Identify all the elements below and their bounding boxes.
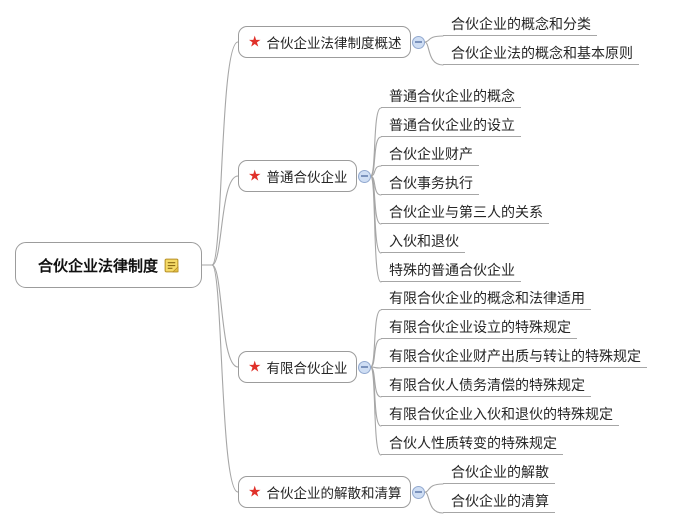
notes-icon[interactable] [164,258,179,273]
branch-topic[interactable]: ★ 合伙企业法律制度概述 [238,26,412,58]
branch-topic[interactable]: ★ 合伙企业的解散和清算 [238,476,412,508]
branch-topic-label: 普通合伙企业 [266,170,348,185]
leaf-topic[interactable]: 有限合伙企业入伙和退伙的特殊规定 [381,405,619,426]
leaf-topic[interactable]: 合伙人性质转变的特殊规定 [381,434,563,455]
leaf-topic[interactable]: 特殊的普通合伙企业 [381,261,521,282]
red-star-icon: ★ [248,33,262,50]
collapse-button[interactable] [411,485,425,499]
branch-topic-label: 合伙企业法律制度概述 [266,36,402,51]
red-star-icon: ★ [248,358,262,375]
leaf-topic[interactable]: 合伙企业与第三人的关系 [381,203,549,224]
leaf-topic[interactable]: 合伙企业法的概念和基本原则 [443,44,639,65]
collapse-button[interactable] [357,360,371,374]
leaf-topic[interactable]: 有限合伙企业的概念和法律适用 [381,289,591,310]
leaf-topic[interactable]: 合伙企业财产 [381,145,479,166]
root-topic-label: 合伙企业法律制度 [37,257,158,275]
leaf-topic[interactable]: 普通合伙企业的设立 [381,116,521,137]
collapse-button[interactable] [411,35,425,49]
leaf-topic[interactable]: 合伙企业的解散 [443,463,555,484]
root-topic[interactable]: 合伙企业法律制度 [15,242,202,288]
branch-topic[interactable]: ★ 有限合伙企业 [238,351,358,383]
leaf-topic[interactable]: 有限合伙企业设立的特殊规定 [381,318,577,339]
leaf-topic[interactable]: 有限合伙人债务清偿的特殊规定 [381,376,591,397]
branch-topic-label: 合伙企业的解散和清算 [266,486,402,501]
leaf-topic[interactable]: 普通合伙企业的概念 [381,87,521,108]
leaf-topic[interactable]: 有限合伙企业财产出质与转让的特殊规定 [381,347,647,368]
leaf-topic[interactable]: 入伙和退伙 [381,232,465,253]
collapse-button[interactable] [357,169,371,183]
leaf-topic[interactable]: 合伙企业的概念和分类 [443,15,597,36]
branch-topic-label: 有限合伙企业 [266,361,348,376]
red-star-icon: ★ [248,483,262,500]
leaf-topic[interactable]: 合伙企业的清算 [443,492,555,513]
leaf-topic[interactable]: 合伙事务执行 [381,174,479,195]
branch-topic[interactable]: ★ 普通合伙企业 [238,160,358,192]
red-star-icon: ★ [248,167,262,184]
